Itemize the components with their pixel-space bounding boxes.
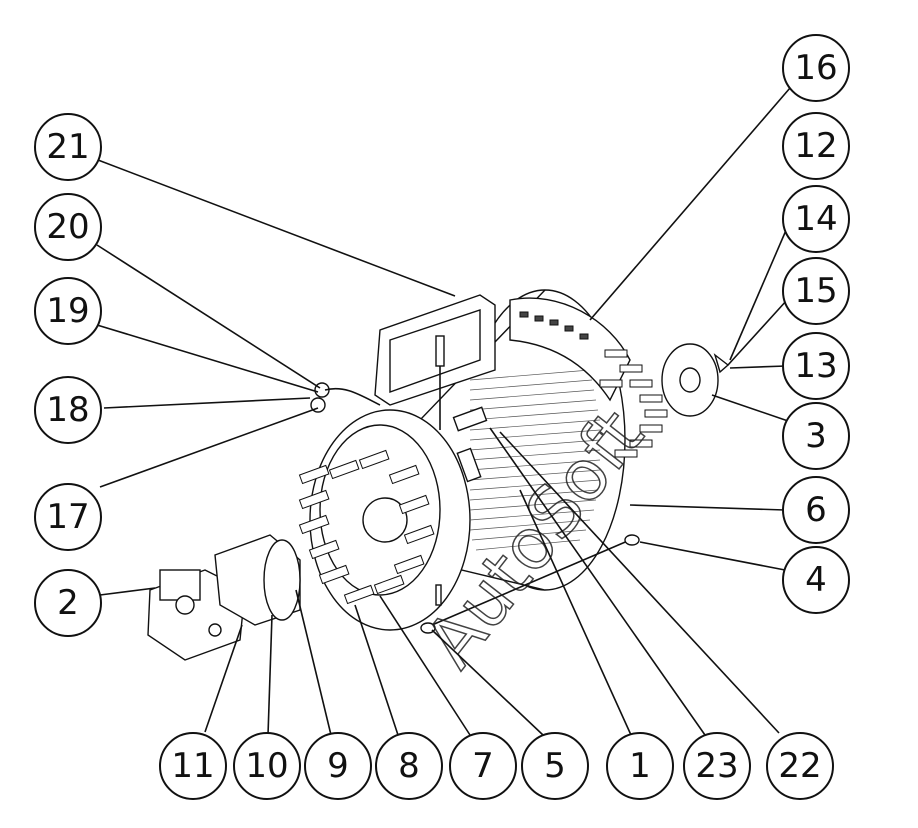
callout-1: 1 bbox=[606, 732, 674, 800]
callout-18: 18 bbox=[34, 376, 102, 444]
callout-11: 11 bbox=[159, 732, 227, 800]
callout-label: 10 bbox=[245, 746, 288, 786]
callout-label: 20 bbox=[46, 207, 89, 247]
callout-label: 21 bbox=[46, 127, 89, 167]
bolt-set bbox=[298, 449, 435, 605]
callout-12: 12 bbox=[782, 112, 850, 180]
tie-rod bbox=[420, 534, 640, 634]
callout-label: 19 bbox=[46, 291, 89, 331]
callout-label: 3 bbox=[805, 416, 827, 456]
hydraulic-motor bbox=[147, 534, 301, 661]
callout-13: 13 bbox=[782, 332, 850, 400]
callout-label: 14 bbox=[794, 199, 837, 239]
drum-fittings bbox=[452, 406, 488, 483]
hose-fittings bbox=[310, 382, 381, 413]
leader-lines bbox=[96, 87, 792, 736]
callout-7: 7 bbox=[449, 732, 517, 800]
callout-6: 6 bbox=[782, 476, 850, 544]
callout-label: 13 bbox=[794, 346, 837, 386]
callout-label: 8 bbox=[398, 746, 420, 786]
callout-label: 2 bbox=[57, 583, 79, 623]
callout-15: 15 bbox=[782, 257, 850, 325]
callout-label: 11 bbox=[171, 746, 214, 786]
control-box bbox=[374, 294, 496, 430]
callout-10: 10 bbox=[233, 732, 301, 800]
winch-assembly bbox=[147, 289, 730, 661]
callout-label: 4 bbox=[805, 560, 827, 600]
callout-3: 3 bbox=[782, 402, 850, 470]
callout-label: 16 bbox=[794, 48, 837, 88]
callout-label: 7 bbox=[472, 746, 494, 786]
callout-14: 14 bbox=[782, 185, 850, 253]
callout-label: 22 bbox=[778, 746, 821, 786]
callout-label: 1 bbox=[629, 746, 651, 786]
callout-label: 5 bbox=[544, 746, 566, 786]
callout-label: 12 bbox=[794, 126, 837, 166]
callout-17: 17 bbox=[34, 483, 102, 551]
callout-9: 9 bbox=[304, 732, 372, 800]
callout-label: 18 bbox=[46, 390, 89, 430]
callout-16: 16 bbox=[782, 34, 850, 102]
callout-label: 15 bbox=[794, 271, 837, 311]
callout-23: 23 bbox=[683, 732, 751, 800]
callout-label: 23 bbox=[695, 746, 738, 786]
callout-label: 17 bbox=[46, 497, 89, 537]
callout-label: 6 bbox=[805, 490, 827, 530]
callout-20: 20 bbox=[34, 193, 102, 261]
callout-8: 8 bbox=[375, 732, 443, 800]
callout-2: 2 bbox=[34, 569, 102, 637]
end-cap-assembly bbox=[599, 343, 730, 458]
callout-19: 19 bbox=[34, 277, 102, 345]
callout-22: 22 bbox=[766, 732, 834, 800]
callout-21: 21 bbox=[34, 113, 102, 181]
callout-label: 9 bbox=[327, 746, 349, 786]
callout-5: 5 bbox=[521, 732, 589, 800]
callout-4: 4 bbox=[782, 546, 850, 614]
